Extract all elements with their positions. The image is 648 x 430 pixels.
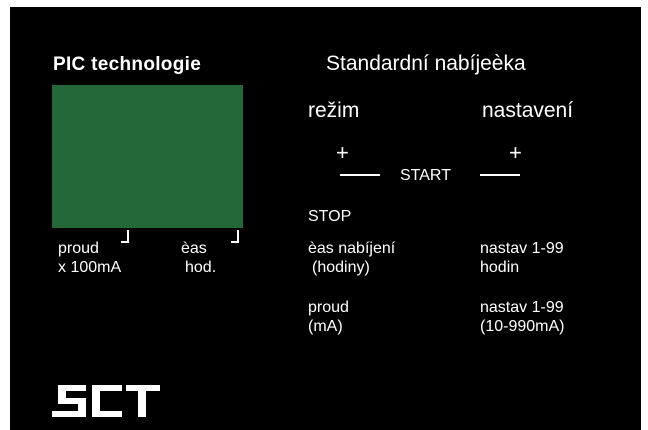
rezim-button[interactable]: režim [308,99,360,122]
row-range-line1: nastav 1-99 [480,299,564,316]
row-label-line2: (mA) [308,318,343,335]
current-indicator-corner-icon [121,230,129,243]
row-charge-time-label: èas nabíjení (hodiny) [308,239,395,277]
row-label-line1: proud [308,299,349,316]
time-indicator-corner-icon [231,230,239,243]
brand-label: PIC technologie [53,54,202,75]
display-label-current: proud x 100mA [58,239,121,277]
nastaveni-button[interactable]: nastavení [482,99,574,122]
row-range-line1: nastav 1-99 [480,240,564,257]
stop-button[interactable]: STOP [308,208,352,225]
current-label-line1: proud [58,240,99,257]
row-current-label: proud (mA) [308,298,349,336]
right-dash-icon [480,174,520,176]
row-charge-time-range: nastav 1-99 hodin [480,239,564,277]
time-label-line2: hod. [185,259,217,276]
start-button[interactable]: START [400,167,451,184]
sct-logo-icon [52,385,160,417]
row-range-line2: (10-990mA) [480,318,565,335]
row-label-line2: (hodiny) [312,259,370,276]
row-range-line2: hodin [480,259,520,276]
left-dash-icon [340,174,380,176]
lcd-display [52,85,243,228]
charger-front-panel: PIC technologie Standardní nabíjeèka pro… [10,7,641,430]
panel-title: Standardní nabíjeèka [326,52,526,75]
row-label-line1: èas nabíjení [308,240,396,257]
current-label-line2: x 100mA [58,259,122,276]
plus-right-button[interactable]: + [509,140,522,165]
row-current-range: nastav 1-99 (10-990mA) [480,298,564,336]
display-label-time: èas hod. [181,239,216,277]
plus-left-button[interactable]: + [336,140,349,165]
time-label-line1: èas [181,240,207,257]
